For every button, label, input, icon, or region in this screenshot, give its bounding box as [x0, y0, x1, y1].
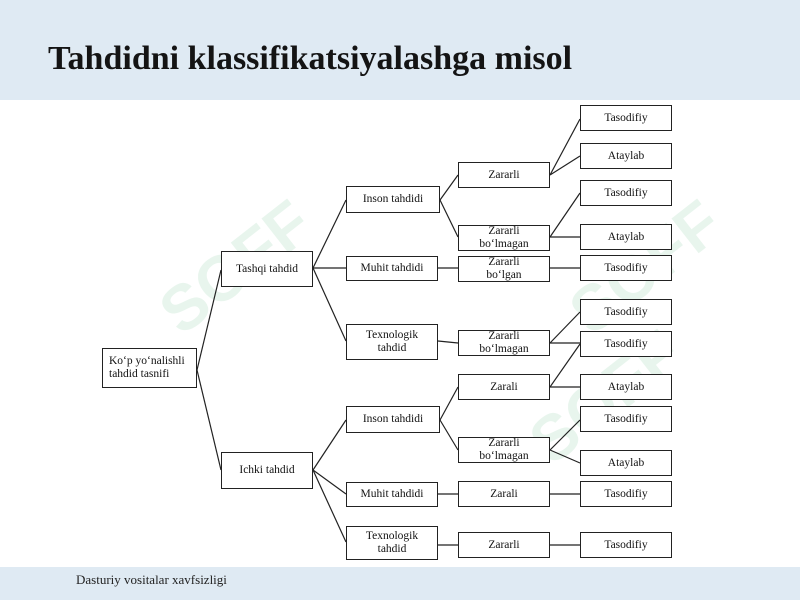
leaf-accidental: Tasodifiy	[580, 105, 672, 131]
node-int-environment-harmful: Zarali	[458, 481, 550, 507]
node-ext-environment: Muhit tahdidi	[346, 256, 438, 281]
leaf-accidental: Tasodifiy	[580, 532, 672, 558]
node-ext-technological-harmless: Zararli bo‘lmagan	[458, 330, 550, 356]
node-ext-human-harmful: Zararli	[458, 162, 550, 188]
node-external-threat: Tashqi tahdid	[221, 251, 313, 287]
footer-text: Dasturiy vositalar xavfsizligi	[76, 572, 227, 587]
leaf-accidental: Tasodifiy	[580, 180, 672, 206]
leaf-deliberate: Ataylab	[580, 374, 672, 400]
leaf-accidental: Tasodifiy	[580, 299, 672, 325]
leaf-deliberate: Ataylab	[580, 224, 672, 250]
leaf-accidental: Tasodifiy	[580, 331, 672, 357]
node-int-human-harmless: Zararli bo‘lmagan	[458, 437, 550, 463]
leaf-deliberate: Ataylab	[580, 450, 672, 476]
leaf-accidental: Tasodifiy	[580, 255, 672, 281]
leaf-accidental: Tasodifiy	[580, 481, 672, 507]
leaf-deliberate: Ataylab	[580, 143, 672, 169]
node-ext-technological: Texnologik tahdid	[346, 324, 438, 360]
node-int-human-harmful: Zarali	[458, 374, 550, 400]
page-title: Tahdidni klassifikatsiyalashga misol	[48, 40, 573, 77]
node-int-technological-harmful: Zararli	[458, 532, 550, 558]
node-int-environment: Muhit tahdidi	[346, 482, 438, 507]
node-ext-human: Inson tahdidi	[346, 186, 440, 213]
node-ext-environment-harmful: Zararli bo‘lgan	[458, 256, 550, 282]
node-int-human: Inson tahdidi	[346, 406, 440, 433]
node-int-technological: Texnologik tahdid	[346, 526, 438, 560]
leaf-accidental: Tasodifiy	[580, 406, 672, 432]
footer-band	[0, 567, 800, 600]
header-band	[0, 0, 800, 100]
node-ext-human-harmless: Zararli bo‘lmagan	[458, 225, 550, 251]
node-root: Ko‘p yo‘nalishli tahdid tasnifi	[102, 348, 197, 388]
node-internal-threat: Ichki tahdid	[221, 452, 313, 489]
